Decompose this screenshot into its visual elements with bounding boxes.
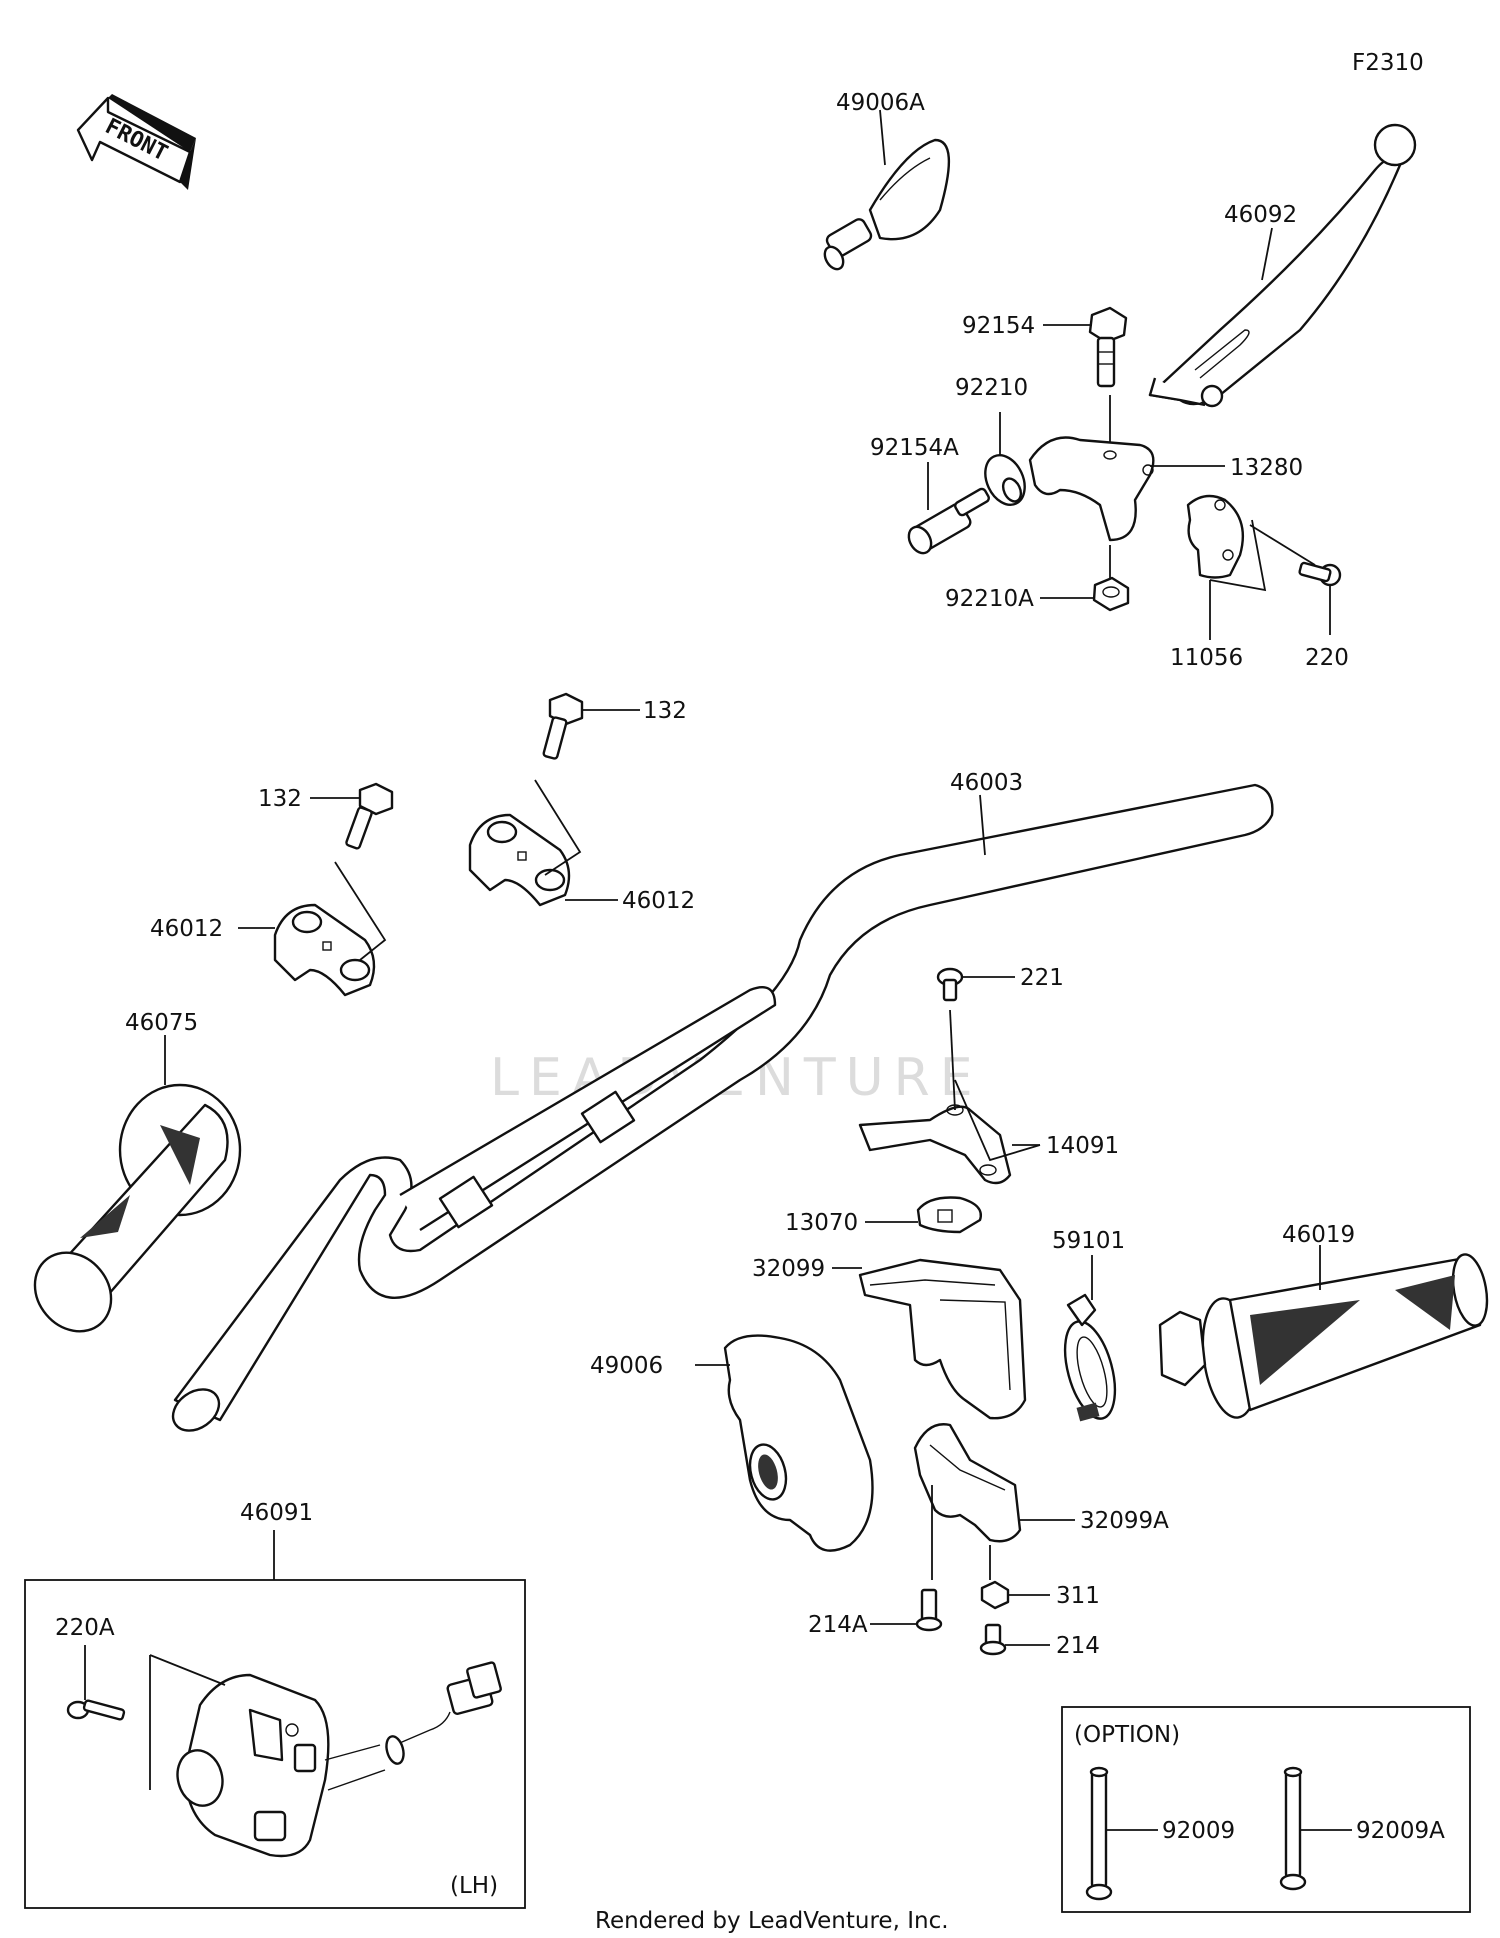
pulley-59101 bbox=[1063, 1293, 1117, 1422]
label-46012-right: 46012 bbox=[622, 888, 695, 914]
throttle-cover-49006 bbox=[723, 1334, 874, 1552]
grip-46019 bbox=[1158, 1253, 1489, 1419]
grip-46075 bbox=[33, 1083, 242, 1333]
label-221: 221 bbox=[1020, 965, 1064, 991]
switch-box-frame bbox=[24, 1579, 526, 1909]
label-49006: 49006 bbox=[590, 1353, 663, 1379]
label-311: 311 bbox=[1056, 1583, 1100, 1609]
label-46091: 46091 bbox=[240, 1500, 313, 1526]
label-92210A: 92210A bbox=[945, 586, 1034, 612]
throttle-housing-32099 bbox=[858, 1258, 1027, 1420]
label-92154A: 92154A bbox=[870, 435, 959, 461]
screw-220A bbox=[66, 1699, 126, 1721]
holder-46012-left bbox=[273, 903, 376, 997]
label-46019: 46019 bbox=[1282, 1222, 1355, 1248]
diagram-code: F2310 bbox=[1352, 50, 1424, 76]
screw-220 bbox=[1298, 561, 1342, 587]
front-arrow-icon: FRONT bbox=[76, 94, 196, 190]
label-92009: 92009 bbox=[1162, 1818, 1235, 1844]
label-59101: 59101 bbox=[1052, 1228, 1125, 1254]
label-92154: 92154 bbox=[962, 313, 1035, 339]
label-92210: 92210 bbox=[955, 375, 1028, 401]
label-32099A: 32099A bbox=[1080, 1508, 1169, 1534]
clutch-lever-46092 bbox=[1148, 123, 1417, 408]
label-46003: 46003 bbox=[950, 770, 1023, 796]
option-box-frame bbox=[1061, 1706, 1471, 1913]
adjuster-92210 bbox=[984, 454, 1026, 506]
screw-92009A bbox=[1279, 1766, 1307, 1891]
label-46012-left: 46012 bbox=[150, 916, 223, 942]
screw-214 bbox=[979, 1623, 1007, 1656]
label-220: 220 bbox=[1305, 645, 1349, 671]
switch-46091 bbox=[176, 1673, 386, 1858]
footer-credit: Rendered by LeadVenture, Inc. bbox=[595, 1908, 949, 1934]
label-46075: 46075 bbox=[125, 1010, 198, 1036]
switch-box-label: (LH) bbox=[450, 1873, 498, 1899]
label-132-upper: 132 bbox=[643, 698, 687, 724]
label-46092: 46092 bbox=[1224, 202, 1297, 228]
label-220A: 220A bbox=[55, 1615, 115, 1641]
lever-holder-13280 bbox=[1028, 436, 1155, 542]
label-214: 214 bbox=[1056, 1633, 1100, 1659]
label-13280: 13280 bbox=[1230, 455, 1303, 481]
nut-92210A bbox=[1092, 576, 1130, 612]
nut-311 bbox=[980, 1580, 1010, 1610]
throttle-housing-32099A bbox=[913, 1423, 1022, 1543]
screw-214A bbox=[915, 1588, 943, 1632]
bolt-132-upper bbox=[542, 692, 584, 760]
holder-46012-right bbox=[468, 813, 571, 907]
label-49006A: 49006A bbox=[836, 90, 925, 116]
clamp-11056 bbox=[1186, 494, 1244, 579]
label-11056: 11056 bbox=[1170, 645, 1243, 671]
label-132-lower: 132 bbox=[258, 786, 302, 812]
mirror-cover-49006A bbox=[823, 138, 950, 271]
label-92009A: 92009A bbox=[1356, 1818, 1445, 1844]
bolt-132-lower bbox=[345, 782, 394, 850]
label-214A: 214A bbox=[808, 1612, 868, 1638]
screw-92009 bbox=[1085, 1766, 1113, 1901]
bracket-14091 bbox=[858, 1104, 1012, 1185]
screw-221 bbox=[936, 967, 964, 1002]
label-32099: 32099 bbox=[752, 1256, 825, 1282]
label-14091: 14091 bbox=[1046, 1133, 1119, 1159]
adjuster-bolt-92154A bbox=[907, 487, 990, 555]
plate-13070 bbox=[916, 1196, 982, 1234]
option-box-label: (OPTION) bbox=[1074, 1722, 1180, 1748]
connector bbox=[385, 1661, 502, 1765]
handlebar-46003 bbox=[171, 783, 1274, 1432]
bolt-92154 bbox=[1088, 306, 1128, 388]
label-13070: 13070 bbox=[785, 1210, 858, 1236]
